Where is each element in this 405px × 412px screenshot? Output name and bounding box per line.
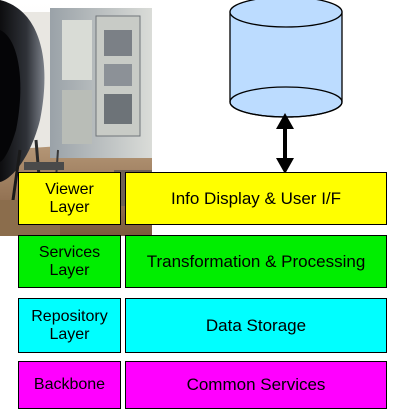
repository-layer-text: Repository Layer xyxy=(31,307,108,343)
common-services-text: Common Services xyxy=(186,375,326,395)
database-icon xyxy=(229,0,343,118)
transformation-processing-text: Transformation & Processing xyxy=(146,251,366,271)
data-storage-text: Data Storage xyxy=(205,315,307,335)
services-layer-text: Services Layer xyxy=(38,243,101,279)
viewer-layer-label: Viewer Layer xyxy=(18,172,121,225)
backbone-layer-label: Backbone xyxy=(18,361,121,409)
bidirectional-arrow-icon xyxy=(276,113,294,174)
backbone-layer-text: Backbone xyxy=(33,376,106,394)
transformation-processing-block: Transformation & Processing xyxy=(125,235,387,288)
equipment-photo xyxy=(0,0,152,236)
info-display-block: Info Display & User I/F xyxy=(125,172,387,225)
info-display-text: Info Display & User I/F xyxy=(170,188,342,208)
services-layer-label: Services Layer xyxy=(18,235,121,288)
viewer-layer-text: Viewer Layer xyxy=(45,180,94,216)
common-services-block: Common Services xyxy=(125,361,387,409)
repository-layer-label: Repository Layer xyxy=(18,298,121,353)
data-storage-block: Data Storage xyxy=(125,298,387,353)
